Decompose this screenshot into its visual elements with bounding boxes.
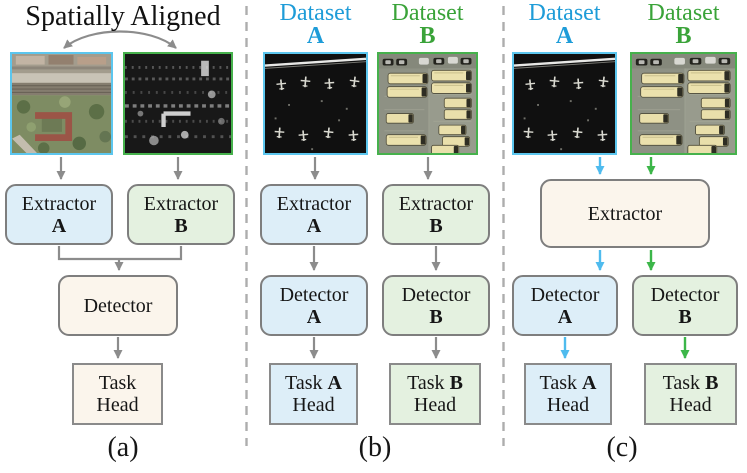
dataset-a-image — [263, 52, 368, 155]
box-label-line: A — [306, 305, 322, 328]
detector-a-box: Detector A — [512, 275, 618, 336]
box-label-line: Task — [98, 372, 137, 394]
box-label-line: Extractor — [143, 192, 219, 215]
detector-b-box: Detector B — [382, 275, 490, 336]
shared-extractor-box: Extractor — [540, 179, 710, 248]
sar-aerial-image — [123, 52, 233, 155]
rgb-aerial-image — [10, 52, 113, 155]
dataset-b-image — [377, 52, 478, 155]
panel-c-caption: (c) — [606, 432, 638, 463]
box-label-line: Head — [413, 394, 457, 416]
box-label-line: Extractor — [21, 192, 97, 215]
extractor-b-box: Extractor B — [127, 184, 235, 245]
box-label-line: Extractor — [587, 202, 663, 225]
box-label-line: Head — [96, 394, 139, 416]
extractor-b-box: Extractor B — [382, 184, 490, 245]
box-label-line: Head — [292, 394, 335, 416]
dataset-a-label: Dataset A — [528, 0, 601, 49]
box-label-line: Extractor — [276, 192, 352, 215]
detector-a-box: Detector A — [260, 275, 368, 336]
box-label-line: Detector — [530, 283, 600, 306]
detector-b-box: Detector B — [632, 275, 738, 336]
box-label-line: A — [51, 214, 67, 237]
box-label-line: B — [429, 305, 443, 328]
box-label-line: Detector — [83, 294, 153, 317]
panel-a-caption: (a) — [107, 432, 139, 463]
box-label-line: B — [429, 214, 443, 237]
spatially-aligned-title: Spatially Aligned — [25, 1, 221, 32]
extractor-a-box: Extractor A — [260, 184, 368, 245]
dataset-b-label: Dataset B — [647, 0, 720, 49]
task-head-box: Task Head — [72, 363, 163, 425]
dataset-b-image — [630, 52, 737, 155]
detector-box: Detector — [58, 275, 178, 336]
extractor-a-box: Extractor A — [5, 184, 113, 245]
box-label-line: Head — [546, 394, 590, 416]
dataset-a-image — [512, 52, 617, 155]
dataset-b-label: Dataset B — [391, 0, 464, 49]
box-label-line: Extractor — [398, 192, 474, 215]
box-label-line: A — [306, 214, 322, 237]
spatial-align-curved-arrow — [63, 30, 177, 49]
box-label-line: Detector — [279, 283, 349, 306]
box-label-line: B — [174, 214, 188, 237]
box-label-line: Detector — [401, 283, 471, 306]
box-label-line: Detector — [650, 283, 720, 306]
box-label-line: B — [678, 305, 692, 328]
panel-b-caption: (b) — [358, 432, 392, 463]
dataset-a-label: Dataset A — [279, 0, 352, 49]
box-label-line: Head — [669, 394, 712, 416]
box-label-line: A — [557, 305, 573, 328]
